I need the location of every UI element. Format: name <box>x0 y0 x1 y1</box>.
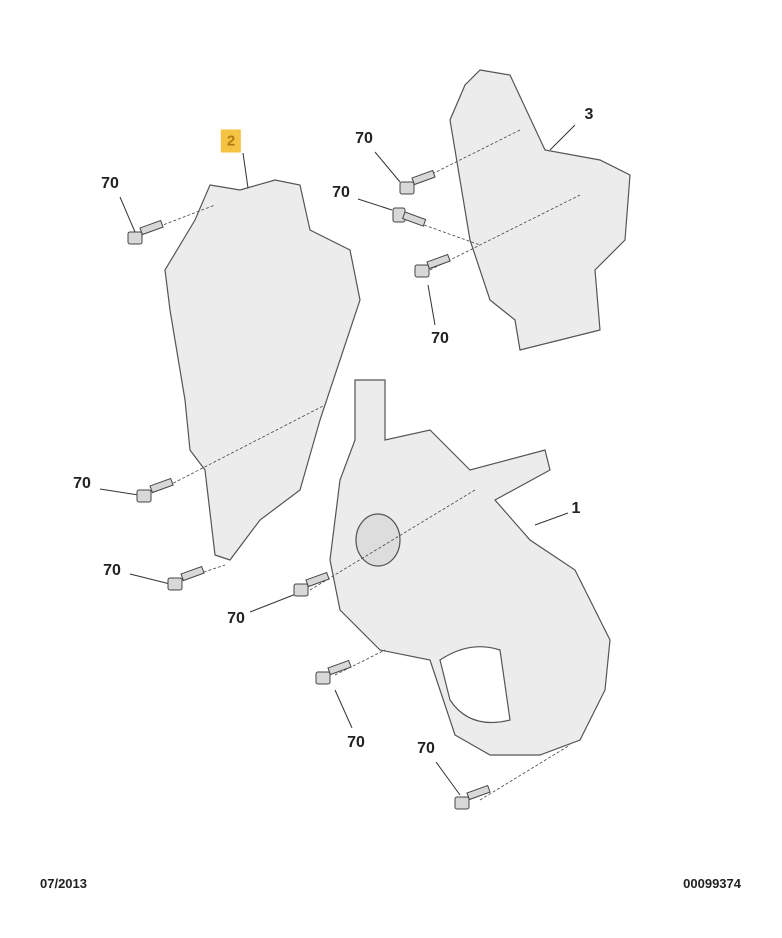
footer-date: 07/2013 <box>40 876 87 891</box>
fastener-label-70[interactable]: 70 <box>227 610 245 627</box>
part-2-cover <box>164 179 361 561</box>
footer-diagram-number: 00099374 <box>683 876 741 891</box>
fastener-label-70[interactable]: 70 <box>417 740 435 757</box>
fastener-label-70[interactable]: 70 <box>431 330 449 347</box>
fastener-label-70[interactable]: 70 <box>355 130 373 147</box>
part-label-1[interactable]: 1 <box>571 500 581 517</box>
part-3-cover <box>449 69 631 351</box>
part-label-3[interactable]: 3 <box>584 106 594 123</box>
part-1-cover <box>329 379 611 756</box>
fastener-label-70[interactable]: 70 <box>103 562 121 579</box>
fastener-label-70[interactable]: 70 <box>347 734 365 751</box>
fastener-label-70[interactable]: 70 <box>73 475 91 492</box>
bolt-icons <box>127 169 491 810</box>
fastener-label-70[interactable]: 70 <box>332 184 350 201</box>
fastener-label-70[interactable]: 70 <box>101 175 119 192</box>
part-label-2-highlighted[interactable]: 2 <box>220 129 242 153</box>
